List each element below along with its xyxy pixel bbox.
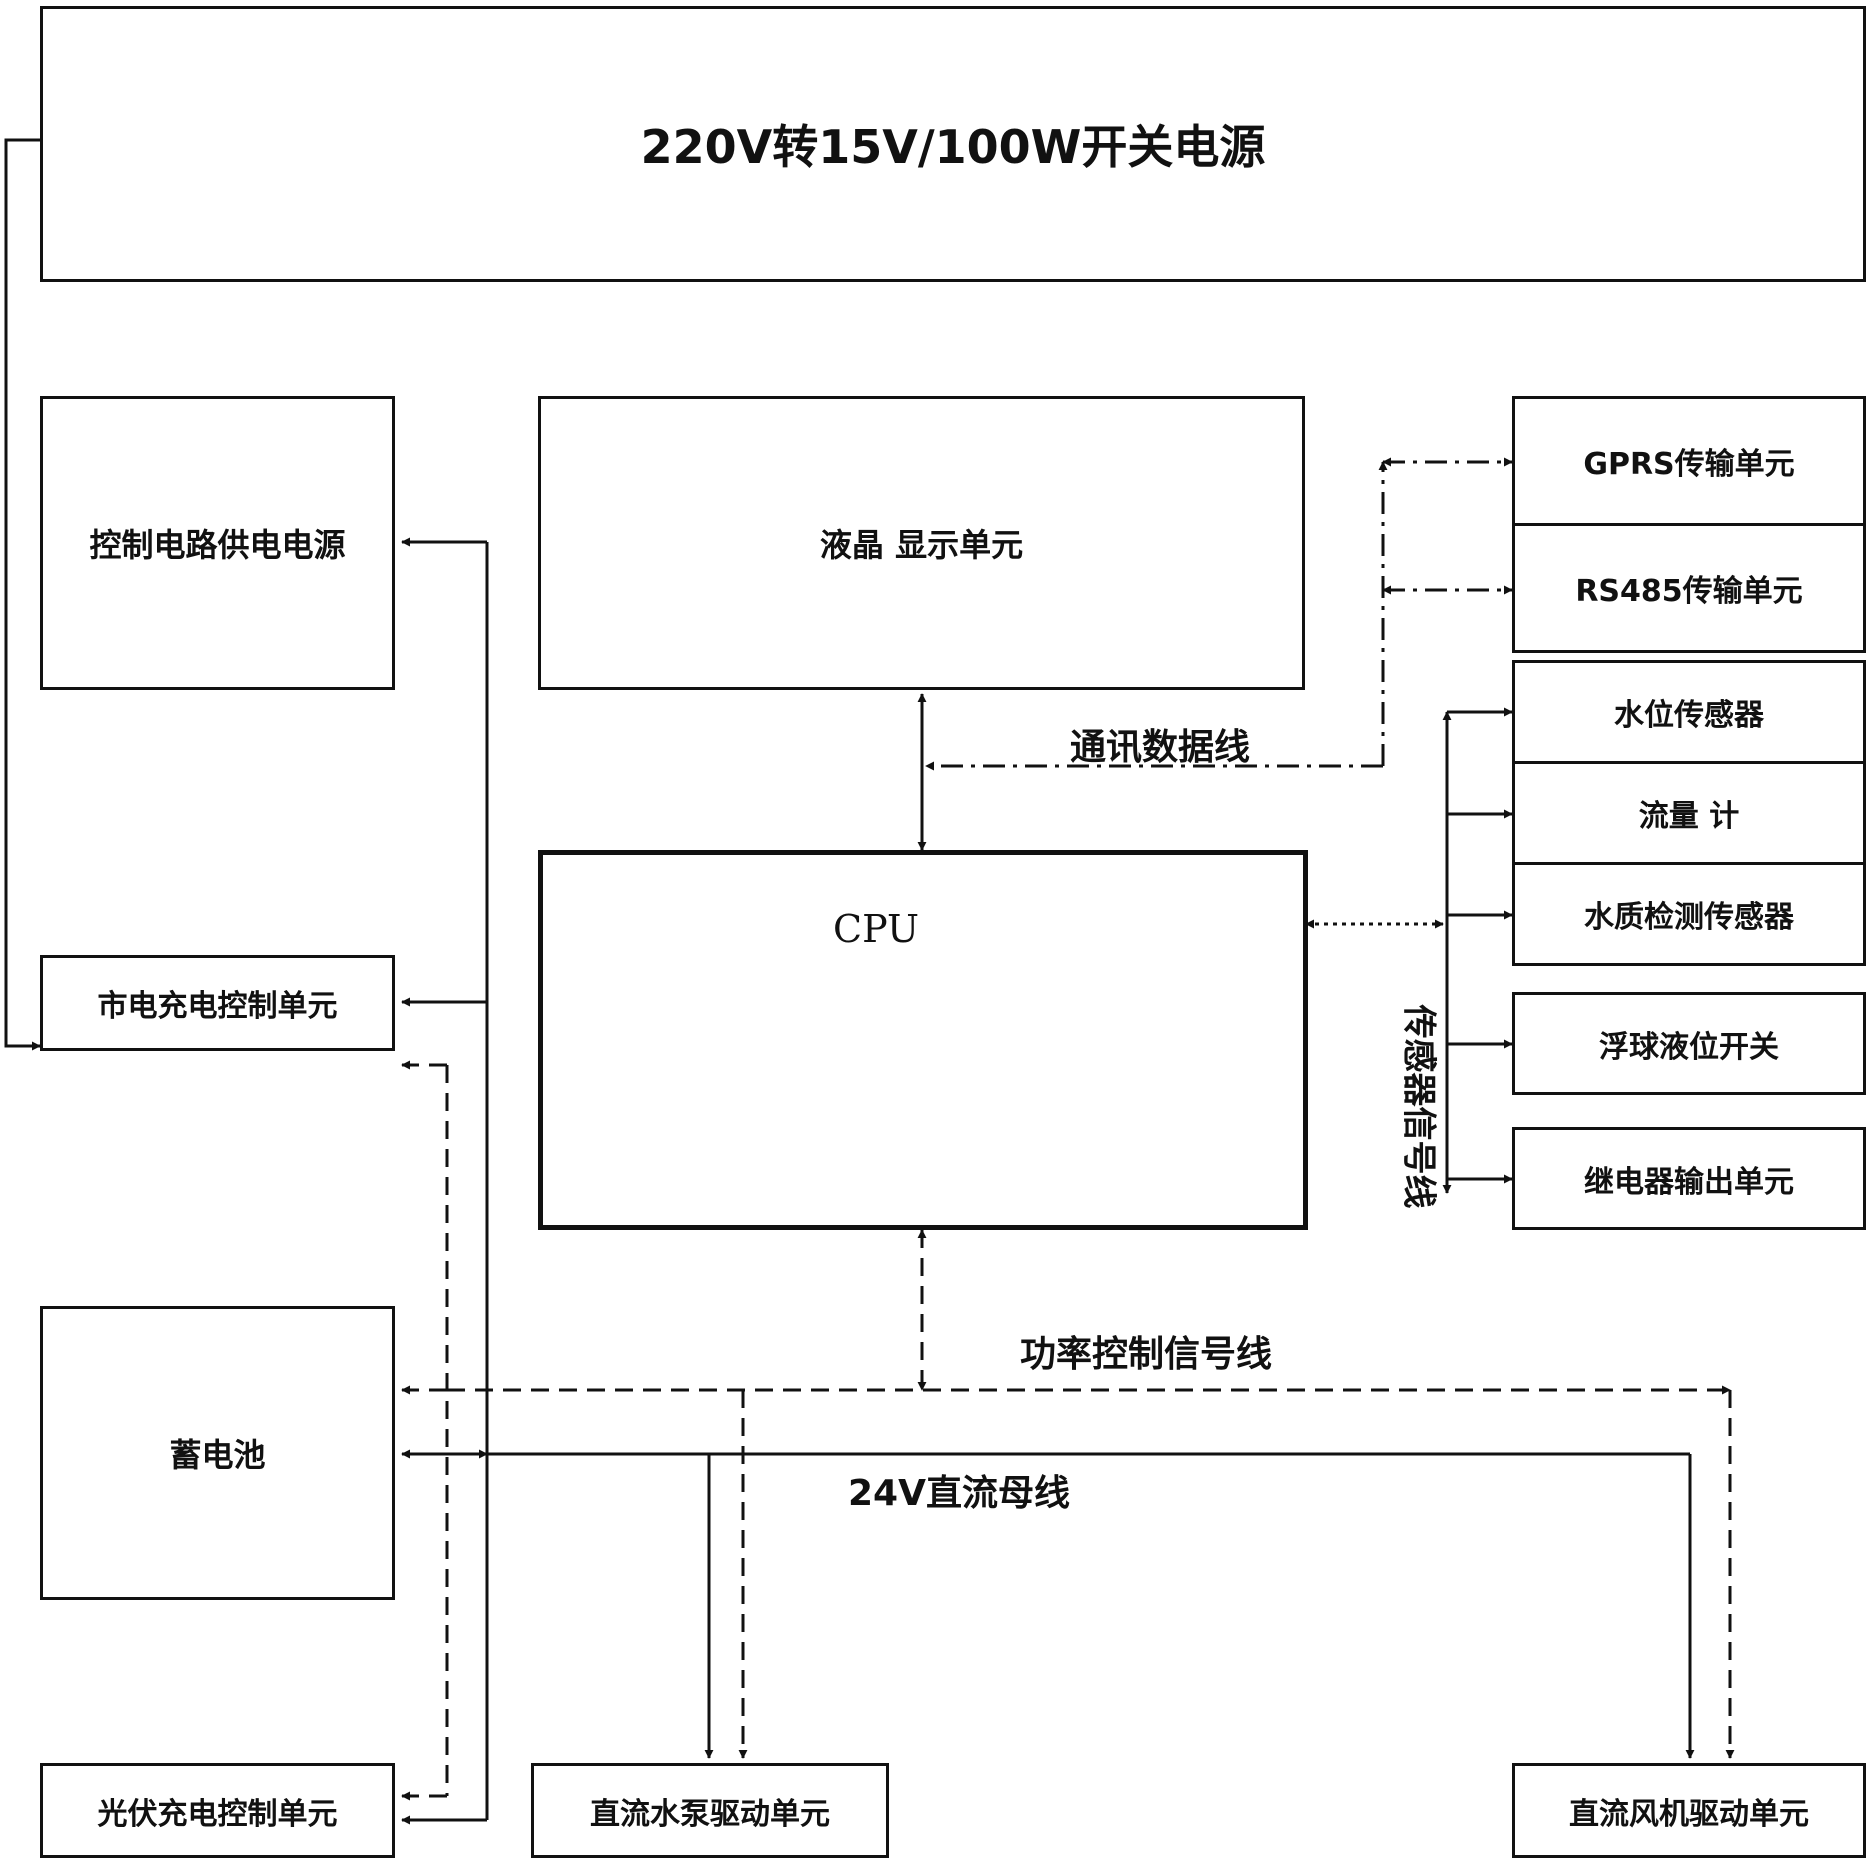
mains-charge-box: 市电充电控制单元 bbox=[40, 955, 395, 1051]
power-supply-label: 220V转15V/100W开关电源 bbox=[640, 120, 1266, 174]
pump-driver-label: 直流水泵驱动单元 bbox=[590, 1796, 830, 1832]
sensor-signal-line-label: 传感器信号线 bbox=[1398, 1004, 1439, 1209]
comm-data-line-label: 通讯数据线 bbox=[1070, 727, 1251, 768]
float-switch-box: 浮球液位开关 bbox=[1512, 992, 1866, 1095]
flow-meter-label: 流量 计 bbox=[1638, 799, 1740, 834]
water-quality-sensor-box: 水质检测传感器 bbox=[1512, 862, 1866, 966]
cpu-box: CPU bbox=[538, 850, 1308, 1230]
pv-charge-label: 光伏充电控制单元 bbox=[97, 1796, 338, 1832]
cpu-label: CPU bbox=[833, 907, 920, 951]
fan-driver-box: 直流风机驱动单元 bbox=[1512, 1763, 1866, 1858]
dc-bus-line-label: 24V直流母线 bbox=[848, 1473, 1070, 1514]
fan-driver-label: 直流风机驱动单元 bbox=[1569, 1796, 1809, 1832]
water-quality-sensor-label: 水质检测传感器 bbox=[1584, 900, 1794, 935]
gprs-box: GPRS传输单元 bbox=[1512, 396, 1866, 526]
power-supply-box: 220V转15V/100W开关电源 bbox=[40, 6, 1866, 282]
pv-charge-box: 光伏充电控制单元 bbox=[40, 1763, 395, 1858]
lcd-label: 液晶 显示单元 bbox=[819, 526, 1024, 564]
rs485-label: RS485传输单元 bbox=[1575, 574, 1803, 609]
water-level-sensor-label: 水位传感器 bbox=[1614, 698, 1764, 733]
flow-meter-box: 流量 计 bbox=[1512, 761, 1866, 865]
battery-box: 蓄电池 bbox=[40, 1306, 395, 1600]
float-switch-label: 浮球液位开关 bbox=[1599, 1029, 1779, 1065]
relay-output-label: 继电器输出单元 bbox=[1584, 1164, 1794, 1200]
gprs-label: GPRS传输单元 bbox=[1583, 447, 1795, 482]
relay-output-box: 继电器输出单元 bbox=[1512, 1127, 1866, 1230]
water-level-sensor-box: 水位传感器 bbox=[1512, 660, 1866, 764]
lcd-box: 液晶 显示单元 bbox=[538, 396, 1305, 690]
mains-charge-label: 市电充电控制单元 bbox=[97, 989, 338, 1024]
pump-driver-box: 直流水泵驱动单元 bbox=[531, 1763, 889, 1858]
control-power-label: 控制电路供电电源 bbox=[89, 526, 346, 564]
control-power-box: 控制电路供电电源 bbox=[40, 396, 395, 690]
mains-feed-line bbox=[4, 138, 41, 1051]
battery-label: 蓄电池 bbox=[169, 1436, 266, 1474]
power-control-line-label: 功率控制信号线 bbox=[1020, 1334, 1273, 1375]
rs485-box: RS485传输单元 bbox=[1512, 523, 1866, 653]
